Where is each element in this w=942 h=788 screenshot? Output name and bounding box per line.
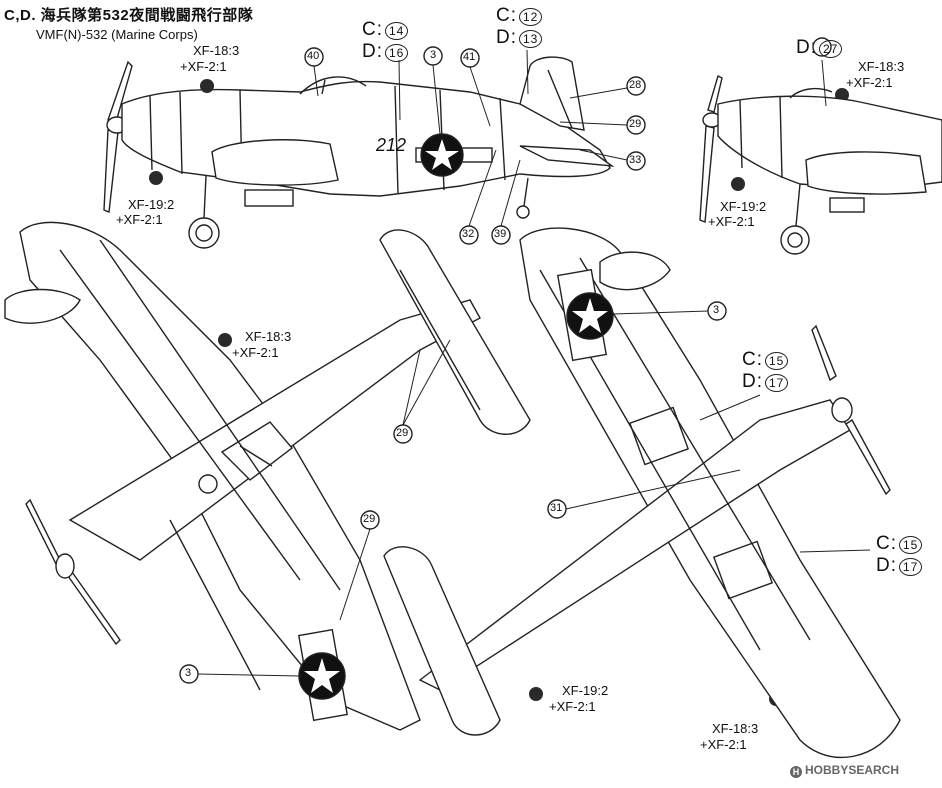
- marker-29-side: 29: [629, 118, 642, 130]
- page-title: C,D. 海兵隊第532夜間戦闘飛行部隊: [4, 7, 254, 24]
- bottom-wing-paint-line2: +XF-2:1: [700, 737, 747, 752]
- decal-number-icon: 15: [765, 352, 789, 370]
- marker-33: 33: [629, 154, 642, 166]
- side-view-markers: [304, 46, 646, 245]
- decal-number-icon: 13: [519, 30, 543, 48]
- bottom-variant-c-2: C:15: [876, 534, 923, 554]
- bottom-view-aircraft: [383, 227, 901, 759]
- bottom-variant-d-2: D:17: [876, 556, 923, 576]
- watermark-text: HOBBYSEARCH: [805, 763, 900, 777]
- watermark-logo-icon: H: [790, 766, 802, 778]
- top-paint-line1: XF-18:3: [245, 329, 292, 344]
- fuselage-number: 212: [376, 135, 407, 155]
- side-view-aircraft: [103, 56, 615, 249]
- top-view-markers: [179, 339, 451, 684]
- marker-31: 31: [550, 502, 563, 514]
- side-paint-bottom-line2: +XF-2:1: [116, 212, 163, 227]
- small-paint-top-line1: XF-18:3: [858, 59, 905, 74]
- decal-number-icon: 27: [819, 40, 843, 58]
- bottom-view-markers: [547, 301, 871, 553]
- small-paint-bottom-line2: +XF-2:1: [708, 214, 755, 229]
- bottom-variant-c-1: C:15: [742, 350, 789, 370]
- decal-number-icon: 12: [519, 8, 543, 26]
- bottom-wing-paint-line1: XF-18:3: [712, 721, 759, 736]
- side-variant-c-tail: C:12: [496, 6, 543, 26]
- side-variant-d-tail: D:13: [496, 28, 543, 48]
- side-paint-bottom-line1: XF-19:2: [128, 197, 175, 212]
- bottom-tail-paint-line2: +XF-2:1: [549, 699, 596, 714]
- marker-29-top-b: 29: [363, 513, 376, 525]
- side-variant-c-main: C:14: [362, 20, 409, 40]
- small-variant-d: D:27: [796, 38, 843, 58]
- marker-39: 39: [494, 228, 507, 240]
- decal-number-icon: 16: [385, 44, 409, 62]
- small-paint-top-line2: +XF-2:1: [846, 75, 893, 90]
- side-paint-top-line1: XF-18:3: [193, 43, 240, 58]
- marker-28: 28: [629, 79, 642, 91]
- side-paint-top-line2: +XF-2:1: [180, 59, 227, 74]
- marker-3-bottom: 3: [713, 304, 720, 316]
- decal-number-icon: 15: [899, 536, 923, 554]
- marker-29-top-a: 29: [396, 427, 409, 439]
- decal-number-icon: 14: [385, 22, 409, 40]
- marker-40: 40: [307, 50, 320, 62]
- bottom-tail-paint-line1: XF-19:2: [562, 683, 609, 698]
- decal-number-icon: 17: [899, 558, 923, 576]
- bottom-variant-d-1: D:17: [742, 372, 789, 392]
- side-variant-d-main: D:16: [362, 42, 409, 62]
- marker-41: 41: [463, 51, 476, 63]
- top-paint-line2: +XF-2:1: [232, 345, 279, 360]
- page-subtitle: VMF(N)-532 (Marine Corps): [36, 27, 198, 42]
- decal-number-icon: 17: [765, 374, 789, 392]
- small-side-view-aircraft: [699, 37, 942, 255]
- marker-32: 32: [462, 228, 475, 240]
- small-paint-bottom-line1: XF-19:2: [720, 199, 767, 214]
- marker-3-side: 3: [430, 49, 437, 61]
- top-view-aircraft: [4, 221, 531, 731]
- marker-3-top: 3: [185, 667, 192, 679]
